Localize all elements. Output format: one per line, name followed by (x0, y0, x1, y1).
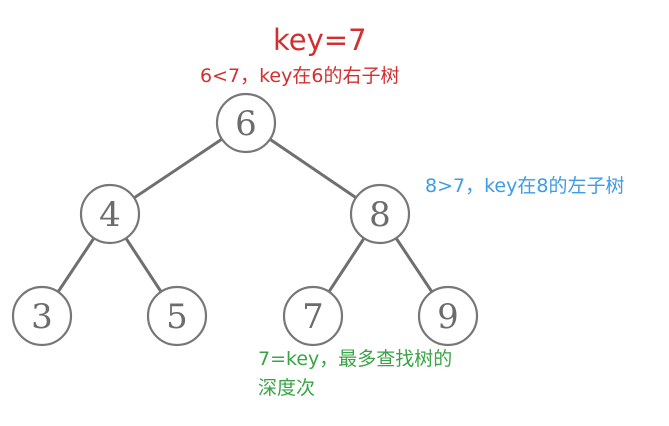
node-circle (215, 92, 277, 154)
tree-node-9: 9 (417, 285, 479, 347)
node-value: 7 (302, 297, 324, 337)
tree-node-8: 8 (349, 183, 411, 245)
tree-node-5: 5 (146, 285, 208, 347)
found-note-line2: 深度次 (258, 377, 316, 399)
search-key-title: key=7 (273, 23, 367, 57)
right-subtree-comparison-note: 8>7，key在8的左子树 (425, 175, 625, 197)
node-value: 9 (437, 297, 459, 337)
node-circle (146, 285, 208, 347)
tree-node-7: 7 (282, 285, 344, 347)
tree-node-4: 4 (79, 183, 141, 245)
tree-node-6: 6 (215, 92, 277, 154)
found-note: 7=key，最多查找树的 深度次 (258, 345, 452, 403)
node-value: 8 (369, 195, 391, 235)
tree-node-3: 3 (11, 285, 73, 347)
root-comparison-note: 6<7，key在6的右子树 (200, 65, 400, 87)
node-value: 3 (31, 297, 53, 337)
node-value: 4 (99, 195, 121, 235)
node-circle (282, 285, 344, 347)
node-circle (417, 285, 479, 347)
node-value: 6 (235, 104, 257, 144)
node-circle (349, 183, 411, 245)
found-note-line1: 7=key，最多查找树的 (258, 348, 453, 370)
node-circle (79, 183, 141, 245)
node-value: 5 (166, 297, 188, 337)
node-circle (11, 285, 73, 347)
